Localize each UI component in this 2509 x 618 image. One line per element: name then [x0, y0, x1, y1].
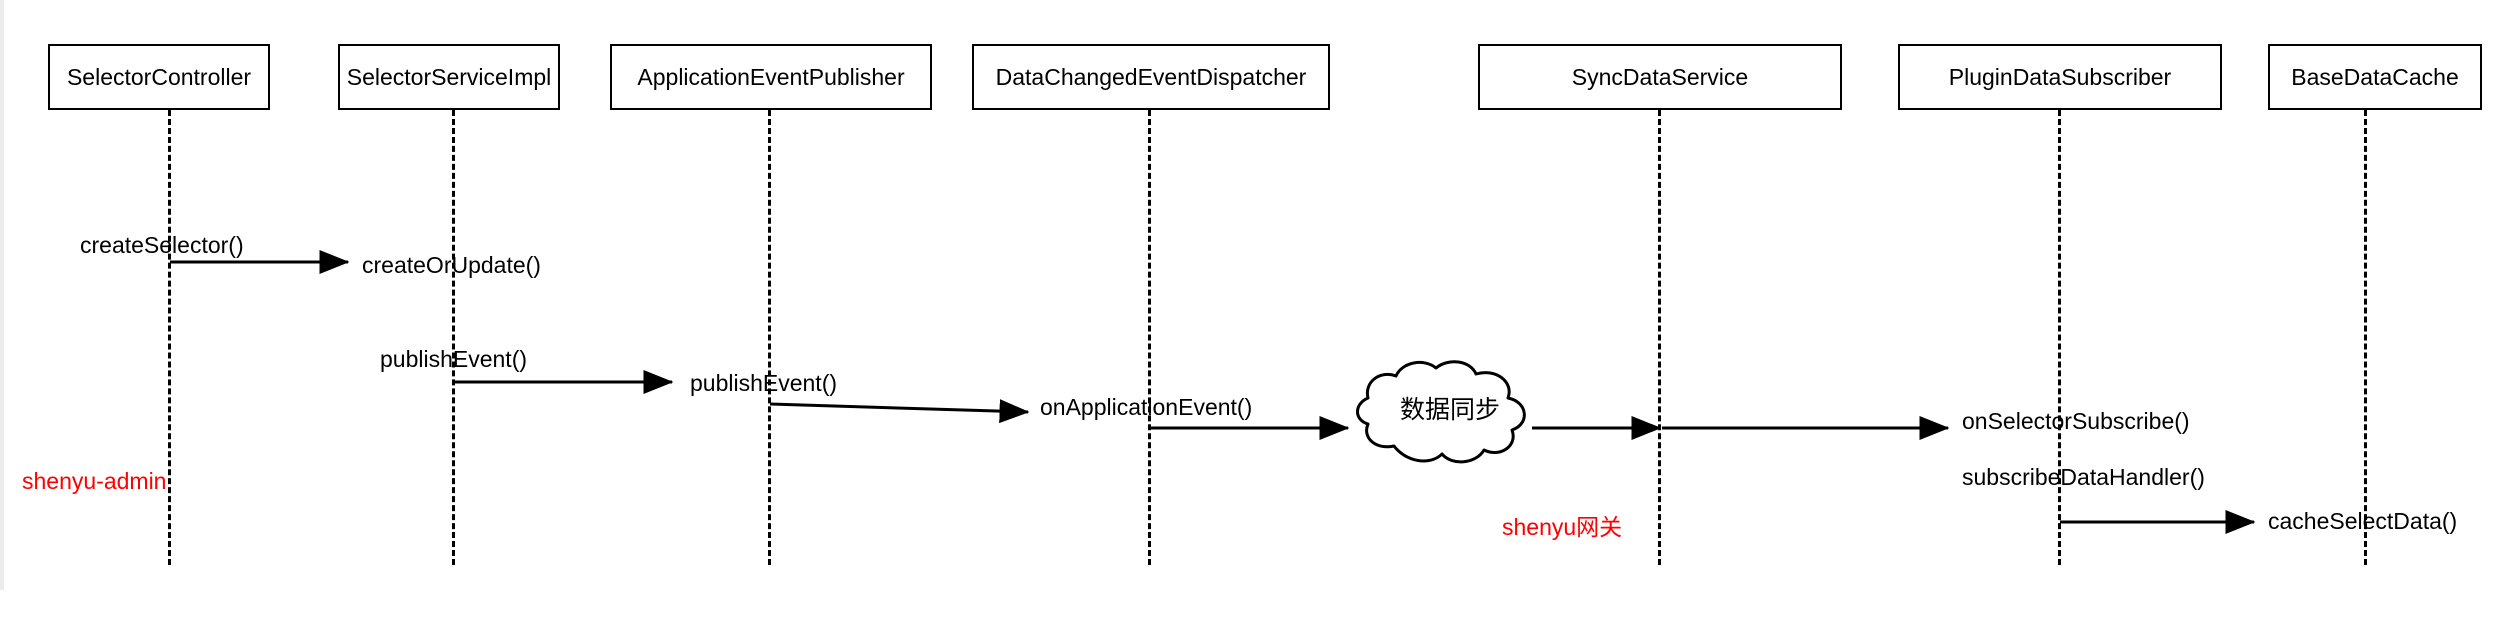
cloud-shape-data-sync [1356, 360, 1526, 464]
participant-label: SyncDataService [1571, 63, 1749, 90]
cloud-label: 数据同步 [1399, 396, 1500, 424]
lifeline-base-data-cache [2364, 110, 2367, 565]
participant-label: SelectorController [66, 63, 252, 90]
arrow-publish-event-2 [769, 399, 1030, 424]
region-label-shenyu-gateway: shenyu网关 [1502, 514, 1623, 540]
lifeline-sync-data-service [1658, 110, 1661, 565]
lifeline-selector-service-impl [452, 110, 455, 565]
participant-box-selector-controller[interactable]: SelectorController [48, 44, 270, 110]
message-label-on-application-event: onApplicationEvent() [1040, 394, 1253, 420]
message-label-create-selector: createSelector() [80, 232, 244, 258]
lifeline-plugin-data-subscriber [2058, 110, 2061, 565]
participant-box-sync-data-service[interactable]: SyncDataService [1478, 44, 1842, 110]
message-label-publish-event-2: publishEvent() [690, 370, 838, 396]
participant-box-plugin-data-subscriber[interactable]: PluginDataSubscriber [1898, 44, 2222, 110]
participant-label: ApplicationEventPublisher [637, 63, 905, 90]
participant-box-selector-service-impl[interactable]: SelectorServiceImpl [338, 44, 560, 110]
left-edge-strip [0, 0, 4, 590]
participant-label: BaseDataCache [2291, 63, 2459, 90]
participant-box-data-changed-event-dispatcher[interactable]: DataChangedEventDispatcher [972, 44, 1330, 110]
participant-box-base-data-cache[interactable]: BaseDataCache [2268, 44, 2482, 110]
participant-box-application-event-publisher[interactable]: ApplicationEventPublisher [610, 44, 932, 110]
lifeline-application-event-publisher [768, 110, 771, 565]
lifeline-data-changed-event-dispatcher [1148, 110, 1151, 565]
participant-label: PluginDataSubscriber [1948, 63, 2172, 90]
message-label-subscribe-data-handler: subscribeDataHandler() [1962, 464, 2205, 490]
message-label-on-selector-subscribe: onSelectorSubscribe() [1962, 408, 2190, 434]
message-label-create-or-update: createOrUpdate() [362, 252, 541, 278]
lifeline-selector-controller [168, 110, 171, 565]
message-label-publish-event-1: publishEvent() [380, 346, 528, 372]
region-label-shenyu-admin: shenyu-admin [22, 468, 167, 494]
participant-label: DataChangedEventDispatcher [995, 63, 1307, 90]
participant-label: SelectorServiceImpl [346, 63, 552, 90]
message-label-cache-select-data: cacheSelectData() [2268, 508, 2458, 534]
